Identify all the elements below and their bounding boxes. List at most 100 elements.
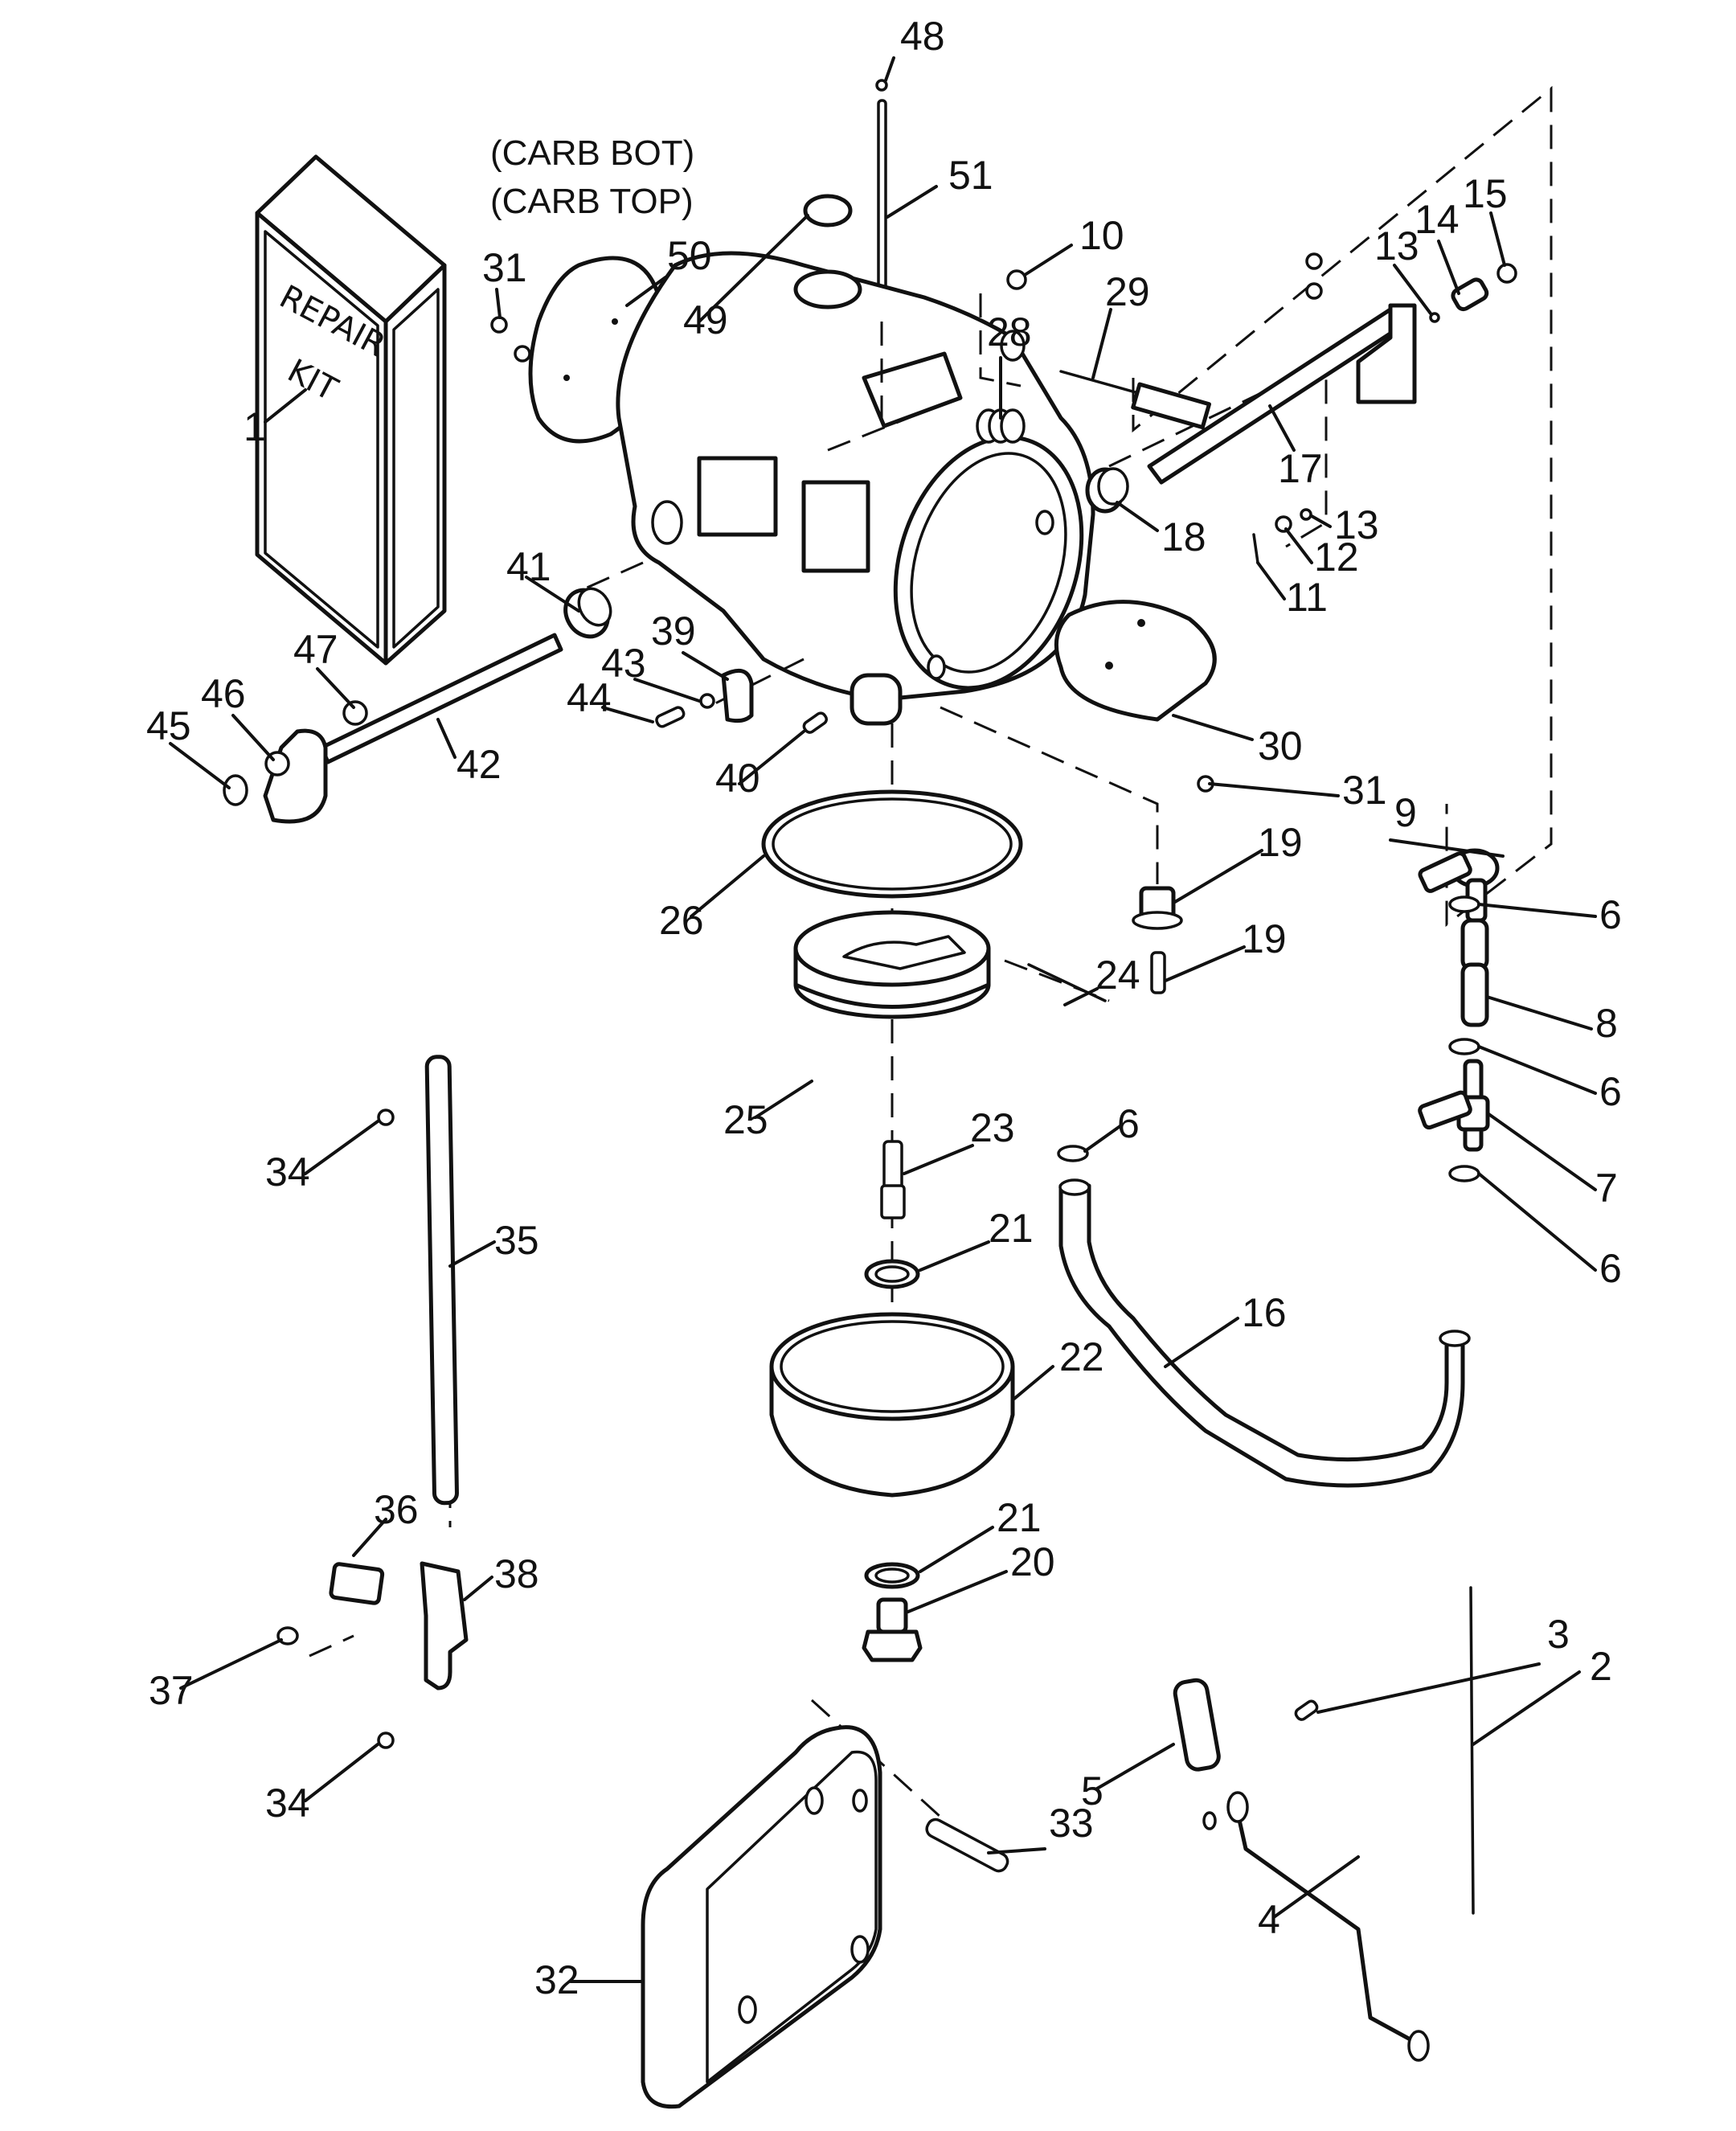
inlet-needle-19 (1150, 951, 1166, 994)
callout-46: 46 (201, 671, 246, 716)
repair-kit-box: REPAIR KIT (255, 154, 447, 666)
leader-line-5 (1095, 1743, 1175, 1790)
leader-line-19b (1164, 945, 1246, 982)
callout-13b: 13 (1334, 502, 1379, 547)
leader-line-8 (1485, 995, 1593, 1031)
leader-line-17 (1268, 404, 1296, 452)
callout-39: 39 (651, 609, 696, 654)
callout-12: 12 (1314, 535, 1359, 580)
leader-line-24 (1063, 987, 1099, 1006)
callout-14: 14 (1415, 197, 1460, 242)
callout-7: 7 (1595, 1166, 1618, 1211)
callout-45: 45 (146, 703, 191, 748)
leader-line-51 (886, 185, 938, 219)
inlet-seat-19 (1132, 886, 1183, 930)
callout-24: 24 (1095, 953, 1140, 998)
leader-line-42 (436, 718, 457, 759)
callout-2: 2 (1590, 1644, 1612, 1689)
callout-21b: 21 (997, 1495, 1042, 1540)
leader-line-13b (1310, 514, 1332, 528)
leader-line-49 (698, 214, 809, 323)
callout-25: 25 (723, 1097, 768, 1142)
hose-clamp-6-d (1057, 1145, 1089, 1162)
callout-50: 50 (667, 233, 712, 278)
callout-9: 9 (1394, 790, 1417, 835)
leader-line-21a (919, 1240, 990, 1272)
leader-line-29 (1091, 308, 1112, 379)
leader-line-14 (1437, 240, 1460, 295)
drain-plug-20 (862, 1597, 923, 1662)
leader-line-26 (690, 854, 765, 918)
callout-32: 32 (534, 1957, 579, 2002)
callout-19a: 19 (1258, 820, 1303, 865)
hose-clamp-6-a (1448, 895, 1480, 913)
main-jet-23 (880, 1140, 906, 1219)
bushing-14 (1451, 277, 1489, 312)
callout-44: 44 (567, 675, 612, 720)
callout-34a: 34 (265, 1150, 310, 1195)
lever-5 (1173, 1678, 1221, 1772)
leader-line-21b (919, 1526, 994, 1573)
leader-line-38 (463, 1576, 493, 1601)
leader-line-12 (1284, 527, 1313, 564)
washer-13-top (1429, 312, 1440, 323)
callout-51: 51 (948, 153, 993, 198)
gasket-49 (803, 194, 853, 227)
spring-18 (1085, 467, 1129, 514)
washer-13-bottom (1300, 508, 1312, 521)
leader-line-35 (448, 1240, 496, 1268)
fuel-hose-16 (1058, 1178, 1471, 1488)
callout-30: 30 (1258, 723, 1303, 768)
leader-lines (169, 56, 1597, 1983)
spring-41 (563, 587, 612, 639)
leader-line-37 (179, 1638, 283, 1690)
leader-line-6d (1477, 1172, 1597, 1272)
callout-31a: 31 (482, 245, 527, 290)
needle-29 (1059, 370, 1212, 430)
leader-line-48 (884, 56, 895, 82)
callout-38: 38 (494, 1551, 539, 1596)
callout-31b: 31 (1342, 768, 1387, 813)
bowl-gasket-26 (761, 789, 1023, 899)
leader-line-9 (1389, 838, 1505, 858)
callout-40: 40 (715, 756, 760, 801)
callout-3: 3 (1547, 1612, 1570, 1657)
callout-6a: 6 (1599, 892, 1622, 937)
washer-21-top (864, 1259, 920, 1289)
float-bowl-22 (769, 1312, 1015, 1498)
callout-41: 41 (506, 544, 551, 589)
callout-10: 10 (1079, 213, 1124, 258)
tee-fitting-7 (1418, 1059, 1490, 1152)
wire-link-4 (1226, 1791, 1430, 2062)
leader-line-6b (1477, 1045, 1597, 1095)
callout-6b: 6 (1599, 1069, 1622, 1114)
throttle-shaft-17 (1147, 303, 1417, 485)
callout-16: 16 (1242, 1290, 1287, 1335)
air-box-cover-32 (641, 1725, 882, 2109)
callout-18: 18 (1161, 514, 1206, 559)
screw-31-top (490, 316, 531, 363)
leader-line-47 (316, 667, 355, 709)
spring-28 (976, 408, 1026, 444)
hose-8 (1460, 918, 1489, 1027)
leader-line-10 (1023, 244, 1073, 277)
washer-12 (1275, 515, 1292, 533)
callout-48: 48 (900, 14, 945, 59)
callout-21a: 21 (989, 1206, 1034, 1251)
carburetor-body (616, 251, 1095, 726)
callout-35: 35 (494, 1218, 539, 1263)
leader-line-23 (903, 1144, 974, 1175)
leader-line-6a (1477, 903, 1597, 918)
callout-6c: 6 (1117, 1101, 1140, 1146)
cotter-pin-11 (1252, 533, 1259, 564)
callout-29: 29 (1105, 269, 1150, 314)
leader-line-22 (1013, 1365, 1054, 1400)
leader-line-50 (625, 276, 667, 307)
pin-48 (875, 79, 888, 92)
leader-line-3 (1316, 1662, 1541, 1714)
leader-line-45 (169, 742, 231, 789)
callout-4: 4 (1258, 1897, 1280, 1942)
callout-23: 23 (970, 1105, 1015, 1150)
